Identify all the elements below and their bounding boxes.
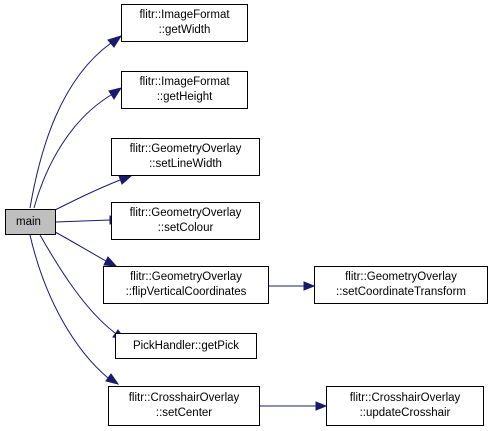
node-setCoordinateTransform-line1: flitr::GeometryOverlay — [345, 271, 457, 283]
node-updateCrosshair-line2: ::updateCrosshair — [359, 407, 451, 419]
arrowhead-getWidth — [107, 35, 123, 48]
node-setCoordinateTransform[interactable]: flitr::GeometryOverlay ::setCoordinateTr… — [314, 266, 488, 304]
node-setLineWidth[interactable]: flitr::GeometryOverlay ::setLineWidth — [111, 138, 260, 176]
node-setColour-line1: flitr::GeometryOverlay — [129, 207, 242, 219]
arrowhead-getHeight — [108, 87, 123, 100]
edge-main-to-flipVerticalCoordinates — [54, 231, 107, 262]
node-setColour-line2: ::setColour — [157, 222, 214, 234]
node-flipVerticalCoordinates[interactable]: flitr::GeometryOverlay ::flipVerticalCoo… — [103, 266, 269, 304]
node-setCenter-line2: ::setCenter — [155, 407, 213, 419]
node-getHeight-line2: ::getHeight — [156, 91, 213, 103]
node-getPick-line1: PickHandler::getPick — [132, 339, 240, 352]
node-updateCrosshair-line1: flitr::CrosshairOverlay — [349, 392, 461, 404]
node-setCoordinateTransform-line2: ::setCoordinateTransform — [336, 286, 466, 298]
arrowhead-updateCrosshair — [315, 401, 328, 411]
edge-main-to-setLineWidth — [54, 179, 121, 211]
node-getHeight-line1: flitr::ImageFormat — [139, 76, 230, 88]
node-flipVerticalCoordinates-line2: ::flipVerticalCoordinates — [125, 286, 247, 298]
node-getHeight[interactable]: flitr::ImageFormat ::getHeight — [121, 71, 248, 109]
node-getWidth-line2: ::getWidth — [158, 24, 211, 36]
node-updateCrosshair[interactable]: flitr::CrosshairOverlay ::updateCrosshai… — [326, 386, 484, 426]
edge-main-to-getWidth — [29, 42, 112, 209]
node-main: main — [5, 209, 56, 235]
node-setLineWidth-line1: flitr::GeometryOverlay — [129, 143, 242, 155]
edge-main-to-getPick — [39, 234, 116, 334]
arrowhead-setCoordinateTransform — [303, 281, 316, 291]
node-setLineWidth-line2: ::setLineWidth — [149, 158, 222, 170]
node-main-label: main — [16, 215, 41, 228]
arrowhead-flipVerticalCoordinates — [103, 256, 118, 267]
arrowhead-setCenter — [105, 373, 120, 385]
arrowhead-setLineWidth — [118, 175, 133, 185]
node-flipVerticalCoordinates-line1: flitr::GeometryOverlay — [130, 271, 242, 283]
edge-main-to-setColour — [55, 219, 111, 223]
node-setCenter-line1: flitr::CrosshairOverlay — [128, 392, 240, 404]
node-setCenter[interactable]: flitr::CrosshairOverlay ::setCenter — [108, 386, 260, 426]
node-setColour[interactable]: flitr::GeometryOverlay ::setColour — [111, 202, 260, 240]
edge-main-to-getHeight — [33, 94, 112, 209]
edge-main-to-setCenter — [29, 234, 109, 379]
node-getWidth-line1: flitr::ImageFormat — [139, 9, 230, 21]
node-getWidth[interactable]: flitr::ImageFormat ::getWidth — [121, 4, 248, 42]
node-getPick[interactable]: PickHandler::getPick — [115, 333, 257, 359]
